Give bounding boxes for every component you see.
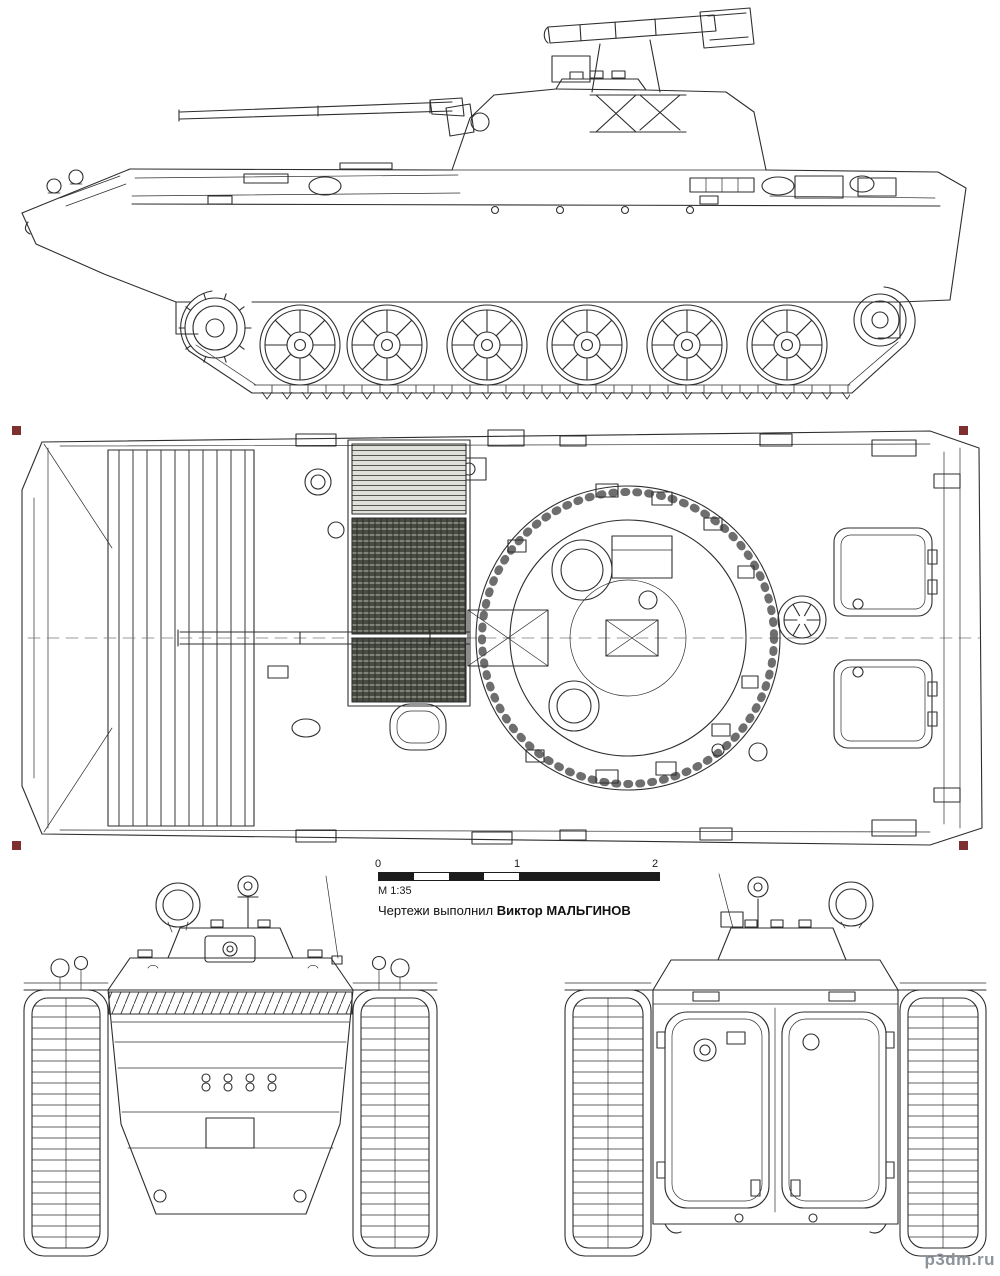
- front-turret: [167, 919, 294, 963]
- engine-grilles: [347, 439, 471, 707]
- road-wheel: [259, 304, 341, 386]
- rear-hull: [564, 959, 987, 1234]
- side-view-drawing: [21, 7, 967, 400]
- rear-tracks: [564, 989, 987, 1257]
- side-view: [0, 0, 1000, 400]
- road-wheel: [346, 304, 428, 386]
- credit-prefix: Чертежи выполнил: [378, 903, 494, 918]
- corner-marks: [12, 426, 968, 850]
- roof-hatches: [833, 527, 938, 749]
- front-searchlight: [155, 882, 201, 933]
- hull-top: [21, 429, 983, 846]
- idler-wheel: [853, 293, 907, 347]
- fan-cover: [777, 595, 827, 645]
- road-wheel: [646, 304, 728, 386]
- hull-side: [21, 162, 967, 339]
- gun-barrel-top: [177, 609, 549, 667]
- gun-barrel: [178, 97, 465, 122]
- front-view-drawing: [23, 875, 438, 1257]
- rear-searchlight: [828, 881, 874, 929]
- rear-view-drawing: [564, 873, 987, 1257]
- scale-tick-labels: 0 1 2: [375, 858, 660, 871]
- track: [180, 286, 916, 400]
- road-wheel: [446, 304, 528, 386]
- turret-ring: [475, 483, 781, 791]
- scale-bar: 0 1 2 М 1:35: [375, 858, 660, 897]
- rear-turret: [717, 911, 847, 961]
- watermark: p3dm.ru: [924, 1250, 995, 1269]
- front-atgm-sight: [237, 875, 259, 929]
- front-antenna: [325, 875, 343, 965]
- rear-doors: [656, 1007, 895, 1213]
- top-view-drawing: [12, 426, 983, 850]
- rear-antenna: [718, 873, 734, 929]
- top-view: [0, 418, 1000, 858]
- running-gear: [178, 293, 907, 386]
- front-headlights: [50, 955, 410, 991]
- front-view: [8, 872, 453, 1272]
- front-tracks: [23, 989, 438, 1257]
- rear-view: [553, 872, 998, 1272]
- scale-tick-2: 2: [652, 858, 659, 870]
- scale-label: М 1:35: [378, 885, 412, 897]
- scale-tick-0: 0: [375, 858, 382, 870]
- road-wheel: [546, 304, 628, 386]
- atgm-launcher: [543, 7, 755, 133]
- rear-atgm-sight: [747, 876, 769, 929]
- road-wheel: [746, 304, 828, 386]
- scale-tick-1: 1: [514, 858, 521, 870]
- credit-line: Чертежи выполнил Виктор МАЛЬГИНОВ: [378, 903, 631, 918]
- credit-author: Виктор МАЛЬГИНОВ: [496, 903, 631, 918]
- front-hull: [23, 949, 438, 1215]
- turret: [445, 70, 767, 171]
- scale-bar-graphic: [378, 872, 660, 881]
